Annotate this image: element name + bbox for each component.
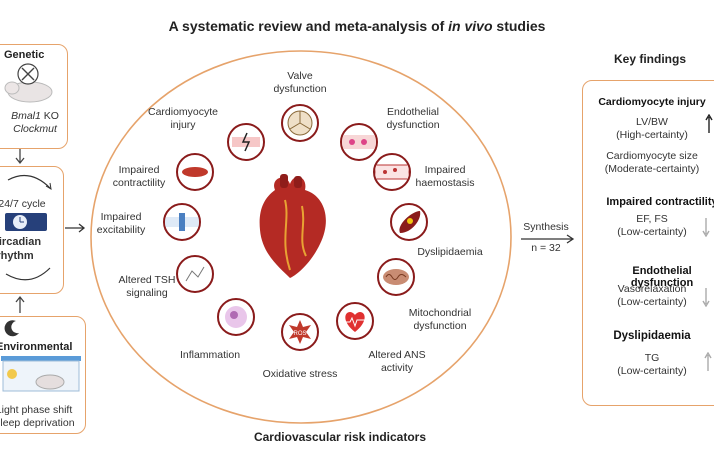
kf-cmsize-text: Cardiomyocyte size [606,150,698,162]
oxidative-stress-icon: ROS [281,313,319,351]
cycle-arrows-icon [7,174,52,190]
kf-item-lvbw: LV/BW(High-certainty) [590,116,714,142]
mito-label: Mitochondrial dysfunction [408,307,472,332]
kf-lvbw-text: LV/BW [636,116,668,128]
inflammation-icon [217,298,255,336]
impaired-contractility-icon [176,153,214,191]
environmental-line2: Sleep deprivation [0,417,75,429]
oxidative-label: Oxidative stress [262,368,338,380]
excitability-label: Impaired excitability [96,211,146,236]
valve-dysfunction-icon [281,104,319,142]
up-arrow-icon-2 [704,352,712,371]
moon-icon [4,320,19,337]
dyslipidaemia-icon [390,203,428,241]
circadian-label-1: Circadian [0,236,42,248]
altered-ans-icon [336,302,374,340]
kf-effs-text: EF, FS [636,213,668,225]
tsh-label: Altered TSH signaling [118,274,176,299]
key-findings-box [582,80,714,406]
cycle-label: 24/7 cycle [0,198,46,210]
altered-tsh-icon [176,255,214,293]
kf-heading-endothelial: Endothelial dysfunction [630,265,694,289]
kf-vaso-certainty: (Low-certainty) [617,296,687,308]
arrow-environmental-up-icon [15,295,25,313]
genetic-clockmut: Clockmut [13,123,57,135]
impaired-haemostasis-icon [373,153,411,191]
kf-heading-dyslipidaemia: Dyslipidaemia [613,330,691,342]
mouse-ko-icon [4,63,53,103]
kf-item-tg: TG(Low-certainty) [590,352,714,378]
environmental-title: Environmental [0,341,73,353]
environmental-line1: Light phase shift [0,404,73,416]
ros-text: ROS [293,331,306,337]
genetic-bmal1: Bmal1 KO [0,110,70,123]
kf-item-cm-size: Cardiomyocyte size(Moderate-certainty) [590,150,714,176]
ko-text: KO [40,110,59,122]
kf-tg-text: TG [644,352,660,364]
synthesis-label: Synthesis [523,221,569,233]
contractility-label: Impaired contractility [112,164,166,189]
clock-icon [5,213,47,231]
arrow-to-ellipse-icon [65,223,86,233]
inflammation-label: Inflammation [179,349,241,361]
dyslipidaemia-label: Dyslipidaemia [417,246,483,258]
endothelial-label: Endothelial dysfunction [386,106,440,131]
page-title: A systematic review and meta-analysis of… [0,18,714,34]
title-text: A systematic review and meta-analysis of [168,18,449,34]
genetic-title: Genetic [4,49,45,61]
diagram-subtitle: Cardiovascular risk indicators [253,430,427,444]
up-arrow-icon [705,114,713,133]
cardiomyocyte-label: Cardiomyocyte injury [147,106,219,131]
bmal1-text: Bmal1 [11,110,41,122]
kf-item-effs: EF, FS(Low-certainty) [590,213,714,239]
kf-cmsize-certainty: (Moderate-certainty) [604,163,700,175]
arrow-genetic-down-icon [15,149,25,165]
heart-icon [259,174,326,278]
down-arrow-icon-2 [702,288,710,307]
endothelial-dysfunction-icon [340,123,378,161]
key-findings-title: Key findings [614,52,687,66]
title-suffix: studies [492,18,546,34]
impaired-excitability-icon [163,203,201,241]
kf-heading-cardiomyocyte: Cardiomyocyte injury [598,96,706,108]
kf-effs-certainty: (Low-certainty) [617,226,687,238]
haemostasis-label: Impaired haemostasis [415,164,475,189]
kf-lvbw-certainty: (High-certainty) [616,129,688,141]
circadian-label-2: rhythm [0,250,34,262]
valve-label: Valve dysfunction [273,70,327,95]
ans-label: Altered ANS activity [368,349,426,374]
kf-tg-certainty: (Low-certainty) [617,365,687,377]
kf-vaso-text: Vasorelaxation [617,283,687,295]
kf-heading-contractility: Impaired contractility [606,196,714,208]
kf-item-vasorelaxation: Vasorelaxation(Low-certainty) [590,283,714,309]
mouse-cage-icon [1,356,81,392]
title-italic: in vivo [448,18,493,34]
synthesis-arrow-icon [521,234,575,244]
mitochondrial-dysfunction-icon [377,258,415,296]
synthesis-n: n = 32 [531,242,561,254]
cycle-arrows-bottom-icon [5,267,51,281]
down-arrow-icon [702,218,710,237]
cardiomyocyte-injury-icon [227,123,265,161]
